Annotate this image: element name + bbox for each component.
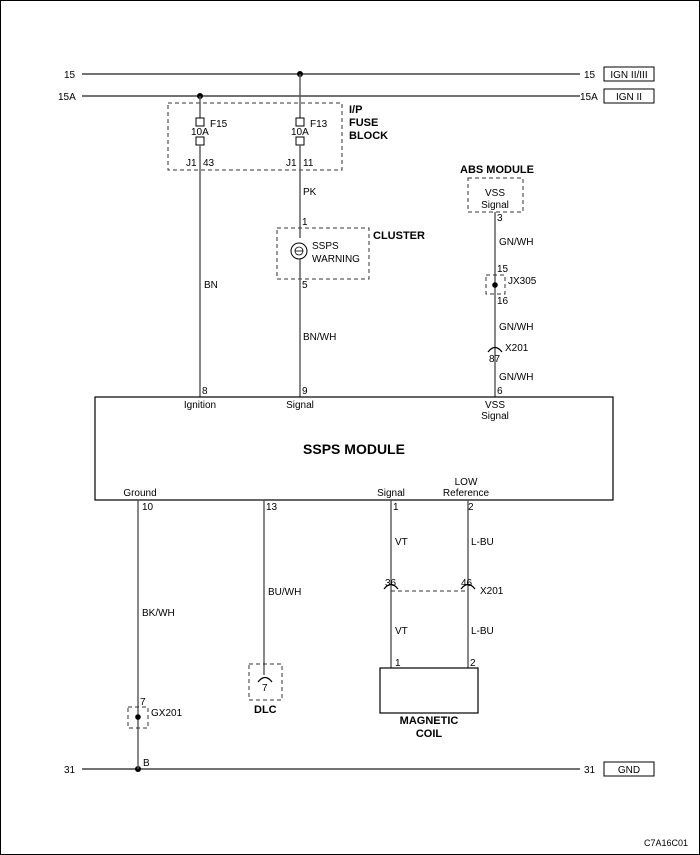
module-pin-6-label-1: VSS: [485, 400, 505, 411]
wire-gn-wh-label-1: GN/WH: [499, 237, 533, 248]
wire-bn: BN: [199, 145, 218, 397]
fuse-f15-rating: 10A: [191, 127, 209, 138]
wire-bn-wh-label: BN/WH: [303, 332, 336, 343]
wire-pk-label: PK: [303, 187, 317, 198]
fuse-f15-icon: [195, 117, 205, 127]
module-pin-2-label-2: Reference: [443, 488, 490, 499]
bus-15: 15 15 IGN II/III: [64, 66, 655, 82]
connector-jx305: 15 16 JX305: [485, 264, 537, 307]
module-pin-1-label: Signal: [377, 488, 405, 499]
wire-l-bu-label-1: L-BU: [471, 537, 494, 548]
jx305-pin-top: 15: [497, 264, 509, 275]
fuse-f13-connector: J1: [286, 158, 297, 169]
x201-upper-label: X201: [505, 343, 529, 354]
module-pin-2-label-1: LOW: [455, 477, 478, 488]
abs-module-label: ABS MODULE: [460, 164, 534, 176]
cluster-text-1: SSPS: [312, 241, 339, 252]
fuse-f15-pin: 43: [203, 158, 215, 169]
cluster-pin-out: 5: [302, 280, 308, 291]
wire-gn-wh-label-3: GN/WH: [499, 372, 533, 383]
wire-bk-wh: BK/WH: [137, 500, 175, 769]
wire-bu-wh-label: BU/WH: [268, 587, 301, 598]
module-pin-8-label: Ignition: [184, 400, 216, 411]
x201-lower-pin-b: 46: [461, 578, 473, 589]
bus-31-right-label: 31: [584, 765, 596, 776]
bus-31: 31 31 GND: [64, 761, 655, 777]
wire-l-bu-label-2: L-BU: [471, 626, 494, 637]
module-pin-2: 2: [468, 502, 474, 513]
dlc-connector-icon: [257, 676, 273, 683]
wire-bn-wh: BN/WH: [299, 259, 336, 397]
module-pin-13: 13: [266, 502, 278, 513]
bus-15-left-label: 15: [64, 70, 76, 81]
abs-module: ABS MODULE VSS Signal 3: [460, 164, 534, 224]
bus-15-tag: IGN II/III: [610, 70, 647, 81]
coil-label-2: COIL: [416, 728, 443, 740]
wire-gn-wh-label-2: GN/WH: [499, 322, 533, 333]
fuse-f13-pin: 11: [303, 158, 314, 169]
dlc: 7 DLC: [248, 663, 283, 716]
module-pin-8: 8: [202, 386, 208, 397]
abs-pin: 3: [497, 213, 503, 224]
coil-pin-2: 2: [470, 658, 476, 669]
fuse-block-label-2: FUSE: [349, 117, 378, 129]
fuse-f13-icon: [295, 117, 305, 127]
fuse-block-label-1: I/P: [349, 104, 362, 116]
x201-lower-pin-a: 36: [385, 578, 397, 589]
fuse-f13-name: F13: [310, 119, 328, 130]
x201-upper-pin: 87: [489, 354, 501, 365]
module-pin-10: 10: [142, 502, 154, 513]
bus-31-left-label: 31: [64, 765, 76, 776]
connector-x201-lower: 36 46 X201: [383, 578, 504, 597]
dlc-pin: 7: [262, 683, 268, 694]
module-pin-9-label: Signal: [286, 400, 314, 411]
module-pin-6-label-2: Signal: [481, 411, 509, 422]
cluster-text-2: WARNING: [312, 254, 360, 265]
wire-pk: PK: [299, 145, 317, 238]
cluster: 1 CLUSTER SSPS WARNING 5: [276, 217, 425, 291]
magnetic-coil: 1 2 MAGNETIC COIL: [379, 658, 479, 740]
module-pin-1: 1: [393, 502, 399, 513]
fuse-f15-connector: J1: [186, 158, 197, 169]
abs-text-2: Signal: [481, 200, 509, 211]
wire-vt-label-2: VT: [395, 626, 408, 637]
coil-label-1: MAGNETIC: [400, 715, 459, 727]
wire-vt-label-1: VT: [395, 537, 408, 548]
bus-15a-tag: IGN II: [616, 92, 642, 103]
coil-pin-1: 1: [395, 658, 401, 669]
x201-lower-label: X201: [480, 586, 504, 597]
abs-text-1: VSS: [485, 188, 505, 199]
jx305-pin-bottom: 16: [497, 296, 509, 307]
bus-15a: 15A 15A IGN II: [58, 88, 655, 104]
gx201-label: GX201: [151, 708, 183, 719]
wire-gn-wh: GN/WH GN/WH GN/WH: [494, 212, 533, 397]
wire-bk-wh-label: BK/WH: [142, 608, 175, 619]
ground-b-label: B: [143, 758, 150, 769]
fuse-f15-name: F15: [210, 119, 228, 130]
bus-15-right-label: 15: [584, 70, 596, 81]
cluster-pin-in: 1: [302, 217, 308, 228]
gx201-pin: 7: [140, 697, 146, 708]
fuse-block: I/P FUSE BLOCK F15 10A J1 43 F13 10A J1 …: [167, 74, 388, 171]
connector-x201-upper: X201 87: [487, 343, 529, 365]
ssps-module: SSPS MODULE 8 Ignition 9 Signal 6 VSS Si…: [94, 386, 614, 513]
wire-bn-label: BN: [204, 280, 218, 291]
module-pin-9: 9: [302, 386, 308, 397]
fuse-block-label-3: BLOCK: [349, 130, 388, 142]
jx305-label: JX305: [508, 276, 537, 287]
dlc-label: DLC: [254, 704, 277, 716]
ssps-module-title: SSPS MODULE: [303, 441, 405, 457]
bus-31-tag: GND: [618, 765, 640, 776]
wire-bu-wh: BU/WH: [263, 500, 301, 675]
bus-15a-right-label: 15A: [580, 92, 598, 103]
module-pin-10-label: Ground: [123, 488, 156, 499]
figure-id: C7A16C01: [644, 838, 688, 848]
module-pin-6: 6: [497, 386, 503, 397]
connector-gx201: 7 GX201: [127, 697, 183, 729]
bus-15a-left-label: 15A: [58, 92, 76, 103]
cluster-label: CLUSTER: [373, 230, 425, 242]
fuse-f13-rating: 10A: [291, 127, 309, 138]
